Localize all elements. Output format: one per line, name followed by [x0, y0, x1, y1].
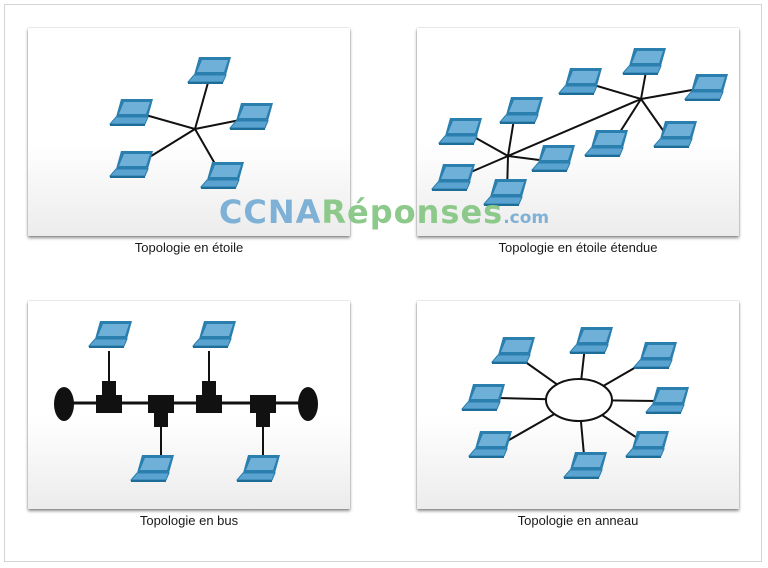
terminator-icon: [54, 387, 74, 421]
extended-star-topology-diagram: [430, 48, 728, 206]
ring-topology-panel: [417, 301, 739, 509]
laptop-icon: [460, 384, 505, 411]
extended-star-topology-panel: [417, 28, 739, 236]
ring-topology-caption: Topologie en anneau: [517, 513, 639, 528]
laptop-icon: [632, 342, 677, 369]
laptop-icon: [191, 321, 236, 348]
laptop-icon: [108, 99, 153, 126]
ring-topology-diagram: [460, 327, 689, 479]
laptop-icon: [568, 327, 613, 354]
laptop-icon: [557, 68, 602, 95]
terminator-icon: [298, 387, 318, 421]
ring-node: [545, 378, 613, 422]
laptop-icon: [644, 387, 689, 414]
t-connector-icon: [196, 381, 222, 413]
ring-links: [496, 345, 661, 467]
t-connector-icon: [96, 381, 122, 413]
laptop-icon: [683, 74, 728, 101]
laptop-icon: [467, 431, 512, 458]
watermark-part1: CCNA: [218, 193, 322, 231]
watermark-part2: Réponses: [321, 193, 504, 231]
laptop-icon: [430, 164, 475, 191]
figure-frame: [4, 4, 762, 562]
laptop-icon: [530, 145, 575, 172]
laptop-icon: [87, 321, 132, 348]
laptop-icon: [199, 162, 244, 189]
laptop-icon: [129, 455, 174, 482]
laptop-icon: [228, 103, 273, 130]
laptop-icon: [652, 121, 697, 148]
laptop-icon: [621, 48, 666, 75]
star-topology-panel: [28, 28, 350, 236]
bus-topology-panel: [28, 301, 350, 509]
t-connector-icon: [148, 395, 174, 427]
laptop-icon: [498, 97, 543, 124]
star-links: [134, 71, 251, 177]
laptop-icon: [108, 151, 153, 178]
laptop-icon: [482, 179, 527, 206]
laptop-icon: [186, 57, 231, 84]
extended-star-topology-caption: Topologie en étoile étendue: [498, 240, 658, 255]
bus-links: [54, 351, 318, 456]
t-connector-icon: [250, 395, 276, 427]
laptop-icon: [624, 431, 669, 458]
watermark-part3: .com: [503, 208, 550, 228]
watermark: CCNARéponses.com: [0, 193, 768, 231]
bus-topology-diagram: [54, 321, 318, 482]
laptop-icon: [562, 452, 607, 479]
star-topology-caption: Topologie en étoile: [134, 240, 244, 255]
star-topology-diagram: [108, 57, 273, 189]
laptop-icon: [437, 118, 482, 145]
bus-topology-caption: Topologie en bus: [139, 513, 239, 528]
laptop-icon: [490, 337, 535, 364]
hub-to-hub-link: [507, 98, 642, 157]
extended-star-link: [640, 89, 693, 100]
laptop-icon: [583, 130, 628, 157]
laptop-icon: [235, 455, 280, 482]
